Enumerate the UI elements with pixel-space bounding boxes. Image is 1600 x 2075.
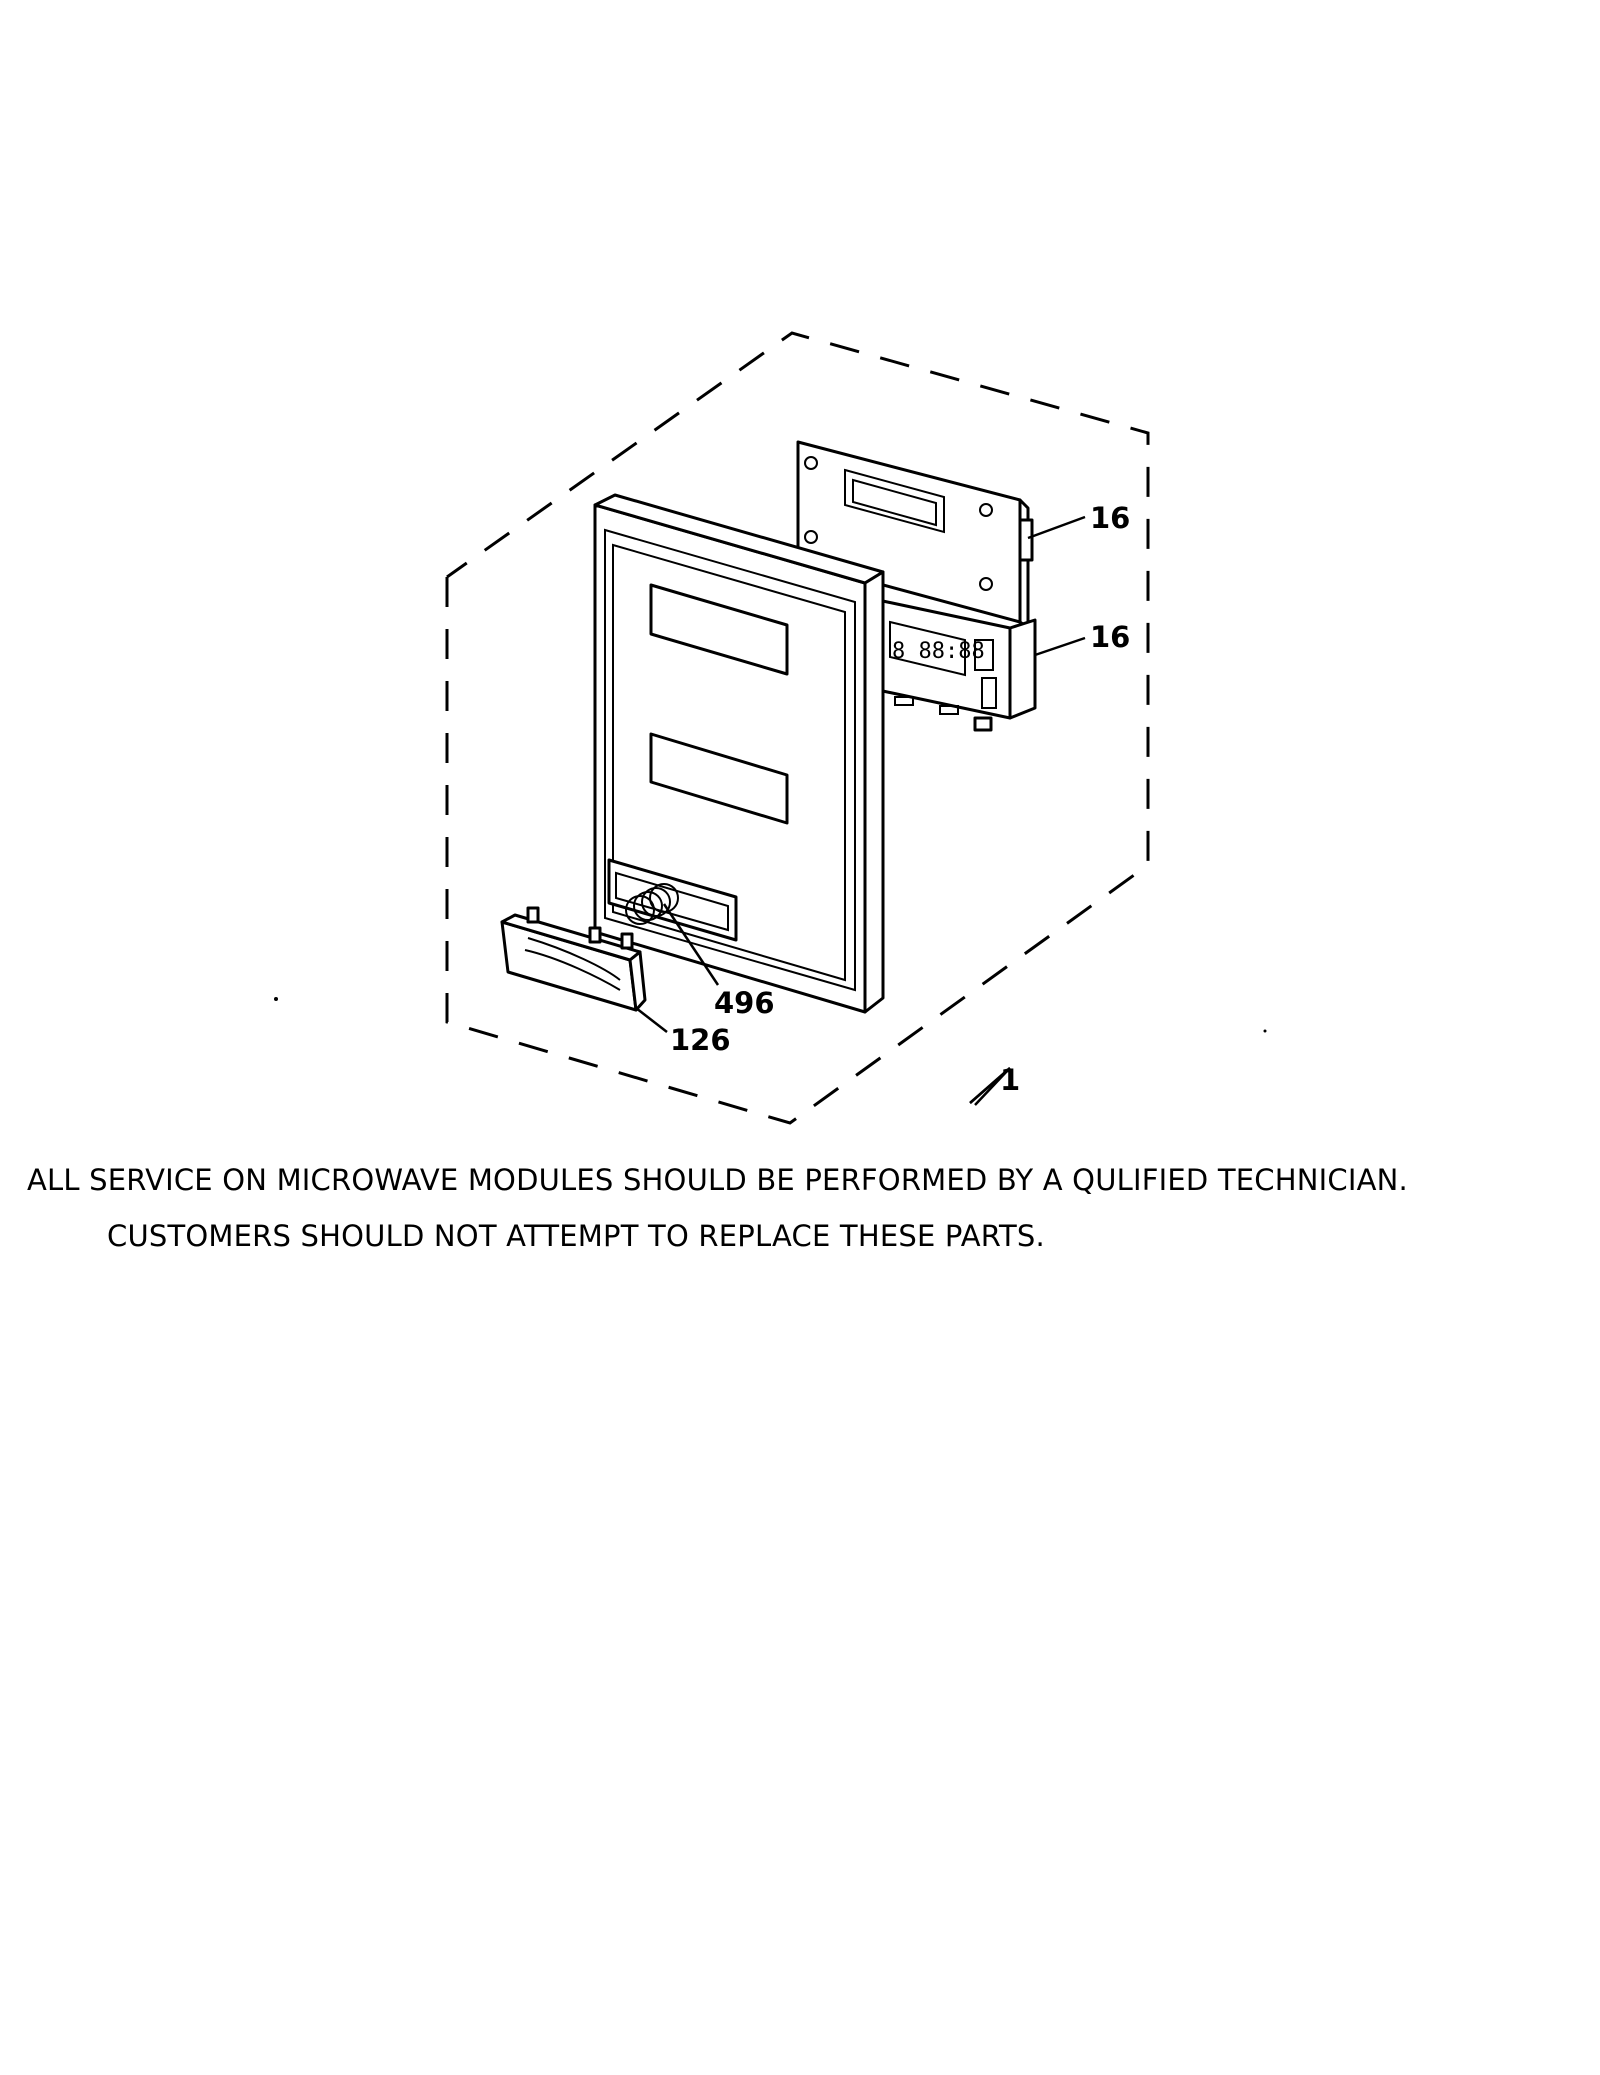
speck bbox=[1263, 1029, 1267, 1033]
door-panel bbox=[593, 493, 885, 1014]
callout-126: 126 bbox=[670, 1023, 731, 1057]
service-notice-line-2: CUSTOMERS SHOULD NOT ATTEMPT TO REPLACE … bbox=[107, 1219, 1045, 1253]
callout-496: 496 bbox=[714, 986, 775, 1020]
callout-16-lower: 16 bbox=[1090, 620, 1130, 654]
spring bbox=[625, 883, 679, 925]
callout-16-upper: 16 bbox=[1090, 501, 1130, 535]
callout-1: 1 bbox=[1000, 1063, 1020, 1097]
service-notice-line-1: ALL SERVICE ON MICROWAVE MODULES SHOULD … bbox=[27, 1163, 1408, 1197]
assembly-boundary bbox=[445, 331, 1150, 1125]
control-board-lower: 8 88:88 bbox=[876, 598, 1037, 732]
door-handle bbox=[500, 906, 647, 1012]
speck bbox=[274, 997, 278, 1001]
svg-text:8 88:88: 8 88:88 bbox=[892, 639, 985, 664]
leader-lines bbox=[635, 515, 1086, 1106]
